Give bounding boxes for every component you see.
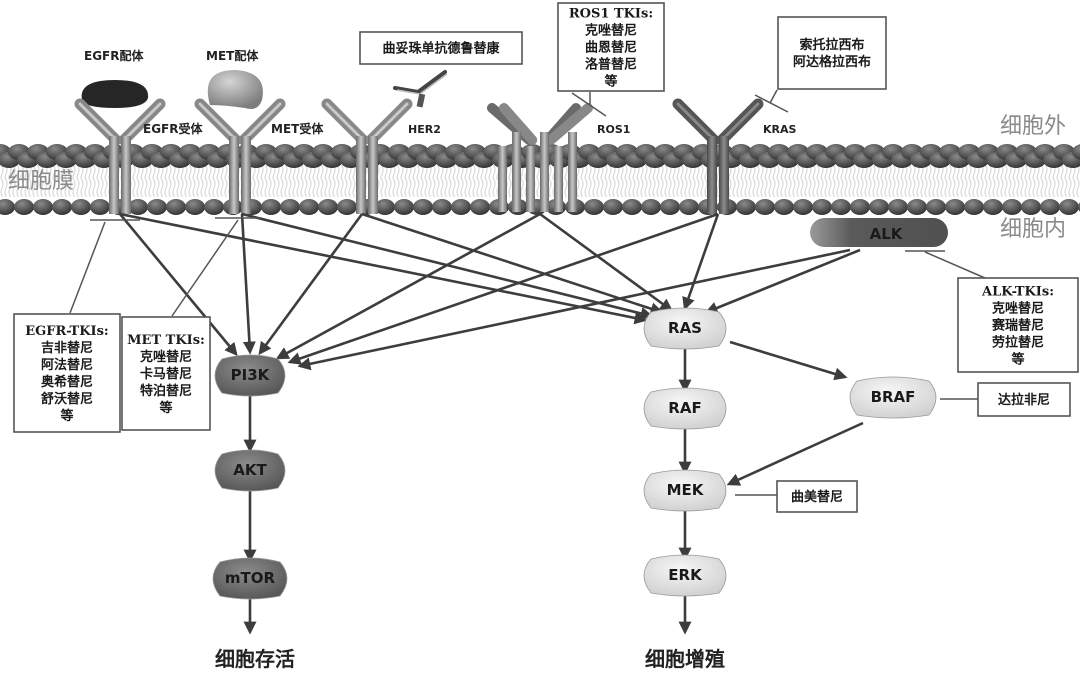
drug-box-header: ROS1 TKIs: <box>569 7 653 22</box>
node-ras-label: RAS <box>668 319 702 337</box>
zone-membrane: 细胞膜 <box>8 169 74 194</box>
node-pi3k: PI3K <box>214 354 286 397</box>
drug-box-header: MET TKIs: <box>127 333 205 348</box>
drug-name: 洛普替尼 <box>585 57 637 73</box>
drug-name: 索托拉西布 <box>799 37 864 53</box>
ros1-receptor <box>487 103 593 212</box>
drug-name: 达拉非尼 <box>998 392 1050 408</box>
drug-name: 阿达格拉西布 <box>793 54 871 70</box>
node-pi3k-label: PI3K <box>231 366 271 384</box>
drug-name: 舒沃替尼 <box>41 391 93 407</box>
egfr-ligand-label: EGFR配体 <box>84 48 144 63</box>
met-receptor <box>194 98 286 214</box>
edge-5 <box>361 212 664 315</box>
mek-drug-box: 曲美替尼 <box>776 480 858 513</box>
antibody-icon <box>393 70 448 108</box>
drug-name: 卡马替尼 <box>140 366 192 382</box>
drug-name: 吉非替尼 <box>41 340 93 356</box>
node-ras: RAS <box>643 307 727 350</box>
zone-extracellular: 细胞外 <box>1000 114 1066 139</box>
edge-7 <box>539 212 674 312</box>
drug-name: 曲妥珠单抗德鲁替康 <box>382 41 500 57</box>
drug-name: 等 <box>158 400 172 416</box>
node-braf-label: BRAF <box>871 388 916 406</box>
node-mtor: mTOR <box>212 557 288 600</box>
drug-name: 克唑替尼 <box>992 301 1044 317</box>
drug-name: 曲美替尼 <box>791 489 843 505</box>
edge-8 <box>287 212 719 365</box>
drug-name: 曲恩替尼 <box>585 40 637 56</box>
edge-2 <box>240 213 256 355</box>
node-mek-label: MEK <box>667 481 705 499</box>
inhibitor-lines <box>69 89 986 496</box>
egfr-ligand-shape <box>81 80 149 108</box>
drug-name: 等 <box>59 408 73 424</box>
edge-16 <box>729 340 848 381</box>
node-raf: RAF <box>643 387 727 430</box>
node-mek: MEK <box>643 469 727 512</box>
egfr-receptor-label: EGFR受体 <box>143 121 203 136</box>
her2-drug-box: 曲妥珠单抗德鲁替康 <box>359 31 523 65</box>
drug-name: 阿法替尼 <box>41 357 93 373</box>
kras-label: KRAS <box>763 123 797 136</box>
node-raf-label: RAF <box>668 399 701 417</box>
node-akt-label: AKT <box>233 461 267 479</box>
outcome-survival: 细胞存活 <box>215 647 295 671</box>
zone-intracellular: 细胞内 <box>1000 217 1066 242</box>
met-receptor-label: MET受体 <box>271 121 324 136</box>
drug-name: 劳拉替尼 <box>992 335 1044 351</box>
edge-4 <box>258 213 364 356</box>
egfr-receptor <box>74 98 166 214</box>
met-ligand-shape <box>207 70 263 109</box>
drug-name: 特泊替尼 <box>140 383 192 399</box>
alk-protein: ALK <box>810 218 948 247</box>
drug-name: 赛瑞替尼 <box>991 318 1044 334</box>
edge-1 <box>119 212 648 325</box>
outcome-proliferation: 细胞增殖 <box>645 647 725 671</box>
her2-label: HER2 <box>408 123 441 136</box>
drug-box-header: EGFR-TKIs: <box>25 324 108 339</box>
ros1-label: ROS1 <box>597 123 630 136</box>
edge-0 <box>118 213 238 357</box>
drug-name: 等 <box>603 74 617 90</box>
node-braf: BRAF <box>849 376 937 419</box>
her2-receptor <box>321 98 413 214</box>
kras-receptor <box>672 98 764 214</box>
drug-name: 克唑替尼 <box>140 349 192 365</box>
braf-drug-box: 达拉非尼 <box>977 382 1071 417</box>
signal-edges <box>118 212 864 635</box>
drug-box-header: ALK-TKIs: <box>981 285 1054 300</box>
node-mtor-label: mTOR <box>225 569 276 587</box>
edge-9 <box>682 213 720 311</box>
node-erk: ERK <box>643 554 727 597</box>
edge-11 <box>704 248 861 315</box>
edge-6 <box>275 212 541 360</box>
node-akt: AKT <box>214 449 286 492</box>
drug-name: 等 <box>1010 352 1024 368</box>
node-erk-label: ERK <box>668 566 703 584</box>
edge-10 <box>297 248 851 371</box>
edge-18 <box>726 421 864 486</box>
alk-label: ALK <box>870 225 904 243</box>
drug-name: 克唑替尼 <box>585 23 637 39</box>
drug-name: 奥希替尼 <box>41 374 93 390</box>
met-ligand-label: MET配体 <box>206 48 259 63</box>
